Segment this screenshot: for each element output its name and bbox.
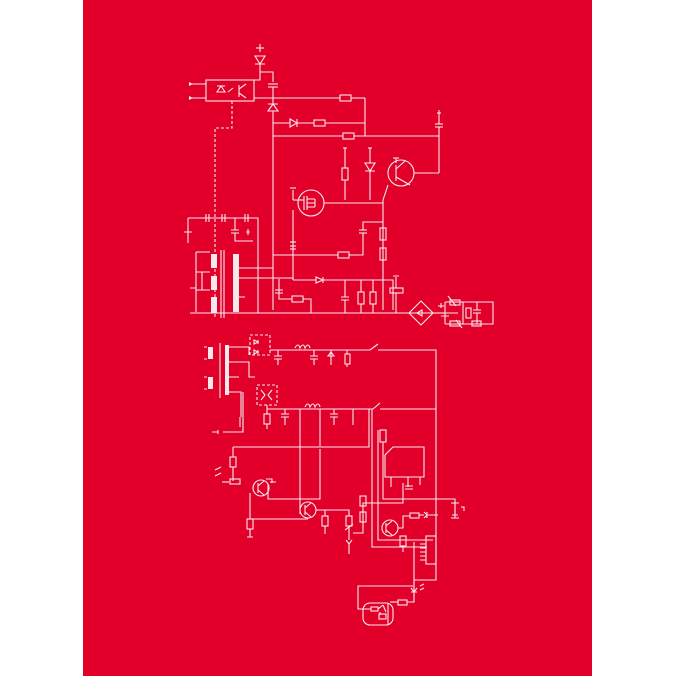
mains-input — [408, 295, 494, 329]
isolation-barrier — [214, 101, 233, 318]
primary-switching — [273, 147, 439, 310]
transformer — [184, 214, 458, 318]
output-terminal — [451, 502, 465, 519]
control-logic — [214, 409, 458, 626]
red-poster-panel — [83, 0, 592, 676]
optocoupler — [189, 79, 255, 102]
secondary-outputs — [204, 334, 437, 514]
snubber-network — [275, 275, 404, 313]
feedback-network — [254, 44, 443, 310]
